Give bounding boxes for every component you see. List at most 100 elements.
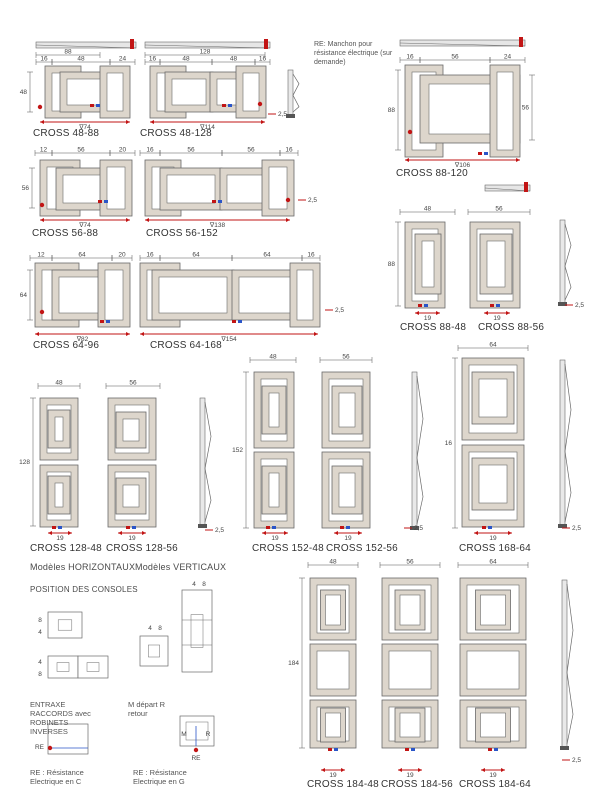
legend-console-dim-c: 4 xyxy=(38,659,42,666)
legend-vertical-title: Modèles VERTICAUX xyxy=(135,562,227,572)
m152-56-valve-blue xyxy=(346,526,350,529)
m88-48-b-arrow-a xyxy=(415,311,419,315)
m64-168-valve-blue xyxy=(238,320,242,323)
caption-cross-64-96: CROSS 64-96 xyxy=(33,340,100,351)
m128-56-side-zigzag xyxy=(204,401,212,523)
m184-48-valve-blue xyxy=(334,748,338,751)
caption-cross-88-120: CROSS 88-120 xyxy=(396,168,468,179)
m48-88-re-dot xyxy=(37,104,43,110)
m64-96-dim-w1-label: 12 xyxy=(37,252,45,259)
m88-120-dim-w3-label: 24 xyxy=(504,54,512,61)
m56-152-bot-label: ∇138 xyxy=(209,221,226,229)
m48-128-dim-w2-label: 48 xyxy=(182,56,190,63)
legend-console-h1-inner xyxy=(57,619,73,631)
m152-56-dim-top-label: 56 xyxy=(342,354,350,361)
m184-48-valve-red xyxy=(328,748,332,751)
legend-entraxe: ENTRAXE RACCORDS avec ROBINETS INVERSES xyxy=(30,700,91,736)
caption-cross-152-48: CROSS 152-48 xyxy=(252,543,324,554)
m184-56-frame-d-opening xyxy=(399,594,421,626)
m64-168-dim-w3-label: 64 xyxy=(263,252,271,259)
m152-56-side-foot xyxy=(410,526,419,530)
m88-56-elev-label: 2,5 xyxy=(575,302,584,309)
m88-56-valve-blue xyxy=(496,304,500,307)
m48-128-elev-label: 2,5 xyxy=(278,111,287,118)
m184-56-frame-e-opening xyxy=(399,712,421,738)
m64-96-valve-red xyxy=(100,320,104,323)
m128-48-b-arrow-b xyxy=(68,531,72,535)
legend-re-g-m: M xyxy=(181,731,186,738)
legend-console-dim-e: 4 xyxy=(148,625,152,632)
m48-128-valve-blue xyxy=(228,104,232,107)
legend-re-g-inner xyxy=(185,721,209,741)
m88-120-valve-blue xyxy=(484,152,488,155)
m128-56-b-arrow-b xyxy=(142,531,146,535)
legend-console-h3 xyxy=(77,655,109,679)
m64-96-bot-arrow-b xyxy=(126,332,130,336)
m184-64-b-arrow-b xyxy=(501,768,505,772)
m88-120-dim-sh-label: 56 xyxy=(522,105,530,112)
m88-120-dim-w1-label: 16 xyxy=(406,54,414,61)
m48-88-frame-c-opening xyxy=(106,72,124,112)
m184-48-dim-h-label: 184 xyxy=(288,660,299,667)
m48-128-frame-d-opening xyxy=(242,72,260,112)
m152-48-valve-blue xyxy=(272,526,276,529)
m48-128-dim-w4-label: 16 xyxy=(259,56,267,63)
m168-64-b-arrow-b xyxy=(508,531,512,535)
m88-120-bot-arrow-a xyxy=(405,158,409,162)
m184-48-b-arrow-b xyxy=(341,768,345,772)
m128-48-dim-top-label: 48 xyxy=(55,380,63,387)
m88-120-top-view xyxy=(399,39,526,47)
legend-console-h2 xyxy=(47,655,79,679)
m88-56-top-clip xyxy=(524,182,528,192)
legend-console-v2 xyxy=(181,589,213,673)
m48-88-dim-top-label: 88 xyxy=(64,49,72,56)
m168-64-side-zigzag xyxy=(564,363,572,523)
m88-48-valve-blue xyxy=(424,304,428,307)
m88-48-dim-h-label: 88 xyxy=(388,261,396,268)
m152-56-side-zigzag xyxy=(416,375,424,525)
legend-console-h1 xyxy=(47,611,83,639)
m168-64-elev-label: 2,5 xyxy=(572,525,581,532)
m56-152-frame-b-opening xyxy=(166,174,216,204)
caption-cross-64-168: CROSS 64-168 xyxy=(150,340,222,351)
m168-64-valve-blue xyxy=(488,526,492,529)
legend-console-v1-inner xyxy=(148,644,160,658)
m64-96-dim-w2-label: 64 xyxy=(78,252,86,259)
m48-128-top-view xyxy=(144,41,271,49)
m152-56-b-arrow-a xyxy=(334,531,338,535)
m152-48-valve-red xyxy=(266,526,270,529)
m64-96-frame-c-opening xyxy=(104,269,124,321)
legend-console-v1 xyxy=(139,635,169,667)
m88-48-frame-b-opening xyxy=(421,240,435,288)
m48-128-re-dot xyxy=(257,101,263,107)
legend-console-dim-f: 8 xyxy=(158,625,162,632)
m184-56-b-arrow-a xyxy=(398,768,402,772)
m152-48-dim-top-label: 48 xyxy=(269,354,277,361)
m128-48-frame-d-opening xyxy=(54,482,64,508)
m168-64-b-label: 19 xyxy=(489,535,497,542)
m88-120-valve-red xyxy=(478,152,482,155)
m88-56-b-arrow-b xyxy=(506,311,510,315)
m48-88-dim-h-label: 48 xyxy=(20,89,28,96)
m184-56-dim-top-label: 56 xyxy=(406,559,414,566)
m184-56-b-arrow-b xyxy=(418,768,422,772)
legend-console-v2-inner xyxy=(190,614,204,648)
m184-64-side-foot xyxy=(560,746,569,750)
m88-120-dim-w2-label: 56 xyxy=(451,54,459,61)
m64-168-bot-label: ∇154 xyxy=(220,335,237,343)
m152-56-b-arrow-b xyxy=(358,531,362,535)
legend-re-c-re-dot xyxy=(47,745,53,751)
m56-152-valve-red xyxy=(212,200,216,203)
m128-56-elev-label: 2,5 xyxy=(215,527,224,534)
legend-re-c: RE : Résistance Electrique en C xyxy=(30,768,84,786)
m184-64-b-label: 19 xyxy=(489,772,497,779)
m48-128-dim-top-label: 128 xyxy=(200,49,211,56)
m48-128-side-body xyxy=(287,69,294,117)
m152-56-valve-red xyxy=(340,526,344,529)
m48-88-valve-red xyxy=(90,104,94,107)
m48-88-top-diag xyxy=(35,44,137,49)
m48-128-bot-arrow-b xyxy=(261,120,265,124)
caption-cross-88-56: CROSS 88-56 xyxy=(478,322,545,333)
m168-64-frame-d-opening xyxy=(478,464,508,504)
caption-cross-48-128: CROSS 48-128 xyxy=(140,128,212,139)
